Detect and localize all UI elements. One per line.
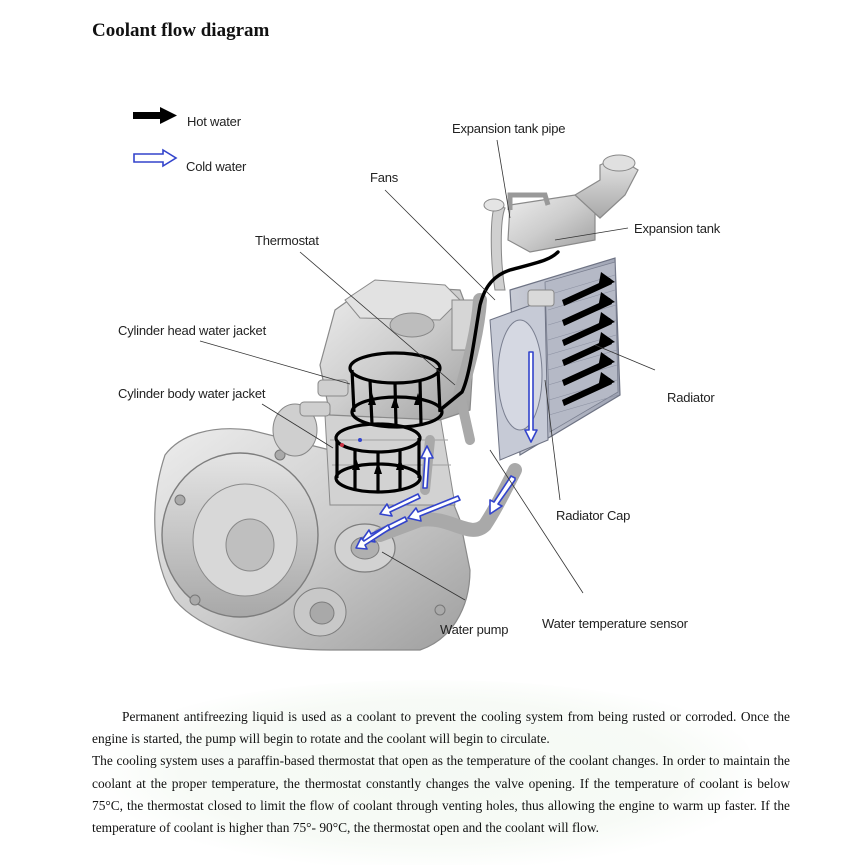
legend-hot-water-label: Hot water xyxy=(187,114,241,129)
label-expansion-tank-pipe: Expansion tank pipe xyxy=(452,121,566,136)
cylinder-head-flow-arrows xyxy=(368,393,422,408)
legend-hot-water-arrow xyxy=(133,107,177,124)
background-watermark xyxy=(110,680,750,865)
paragraph-1: Permanent antifreezing liquid is used as… xyxy=(92,709,790,747)
hot-water-flow xyxy=(438,250,560,412)
page-title: Coolant flow diagram xyxy=(92,20,270,41)
legend-cold-water-label: Cold water xyxy=(186,159,247,174)
sensor-dot-red xyxy=(340,443,344,447)
label-fans: Fans xyxy=(370,170,399,185)
coolant-flow-diagram xyxy=(133,107,656,651)
label-cylinder-body-water-jacket: Cylinder body water jacket xyxy=(118,386,266,401)
label-cylinder-head-water-jacket: Cylinder head water jacket xyxy=(118,323,266,338)
label-water-temperature-sensor: Water temperature sensor xyxy=(542,616,688,631)
legend-cold-water-arrow xyxy=(133,148,178,168)
label-thermostat: Thermostat xyxy=(255,233,319,248)
leader-lines xyxy=(199,139,656,601)
label-radiator: Radiator xyxy=(667,390,715,405)
label-expansion-tank: Expansion tank xyxy=(634,221,721,236)
cylinder-body-flow-arrows xyxy=(352,458,404,474)
expansion-tank xyxy=(483,154,639,291)
label-radiator-cap: Radiator Cap xyxy=(556,508,631,523)
cylinder-head xyxy=(299,279,477,421)
sensor-dot xyxy=(358,438,362,442)
paragraph-2: The cooling system uses a paraffin-based… xyxy=(92,753,790,836)
radiator-hot-arrows xyxy=(562,272,615,406)
label-water-pump: Water pump xyxy=(440,622,509,637)
description-text: Permanent antifreezing liquid is used as… xyxy=(92,706,790,839)
cold-water-flow xyxy=(355,351,538,550)
